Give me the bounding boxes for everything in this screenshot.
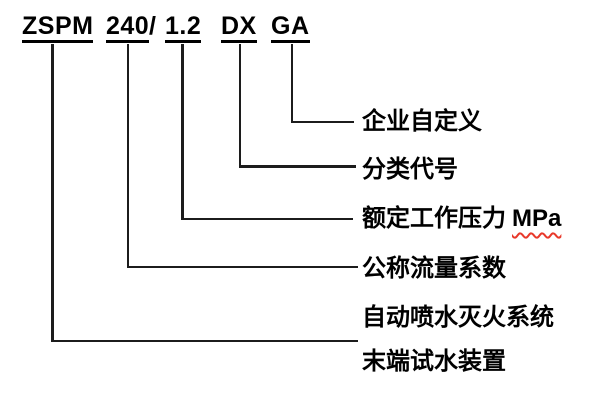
label-pressure-unit: MPa (512, 205, 562, 232)
connector-horizontal-zspm (51, 339, 358, 342)
label-sprinkler-system: 自动喷水灭火系统 (362, 304, 554, 331)
label-end-test-device: 末端试水装置 (362, 348, 506, 375)
connector-horizontal-1-2 (181, 217, 353, 220)
connector-horizontal-240 (126, 265, 358, 268)
label-enterprise-custom: 企业自定义 (362, 108, 482, 135)
connector-vertical-ga (290, 44, 293, 123)
label-classification-code: 分类代号 (362, 156, 458, 183)
connector-vertical-240 (126, 44, 129, 268)
connector-vertical-dx (238, 44, 241, 168)
code-part-slash: / (149, 12, 157, 40)
label-nominal-flow-coefficient: 公称流量系数 (362, 255, 506, 282)
code-part-ga: GA (271, 13, 310, 43)
connector-vertical-zspm (51, 44, 54, 342)
connector-vertical-1-2 (181, 44, 184, 220)
code-part-1-2: 1.2 (165, 13, 202, 43)
code-part-dx: DX (221, 13, 257, 43)
code-part-zspm: ZSPM (22, 13, 94, 43)
connector-horizontal-dx (238, 165, 356, 168)
label-rated-pressure-text: 额定工作压力 (362, 205, 506, 232)
connector-horizontal-ga (290, 120, 354, 123)
code-part-240: 240 (106, 13, 150, 43)
